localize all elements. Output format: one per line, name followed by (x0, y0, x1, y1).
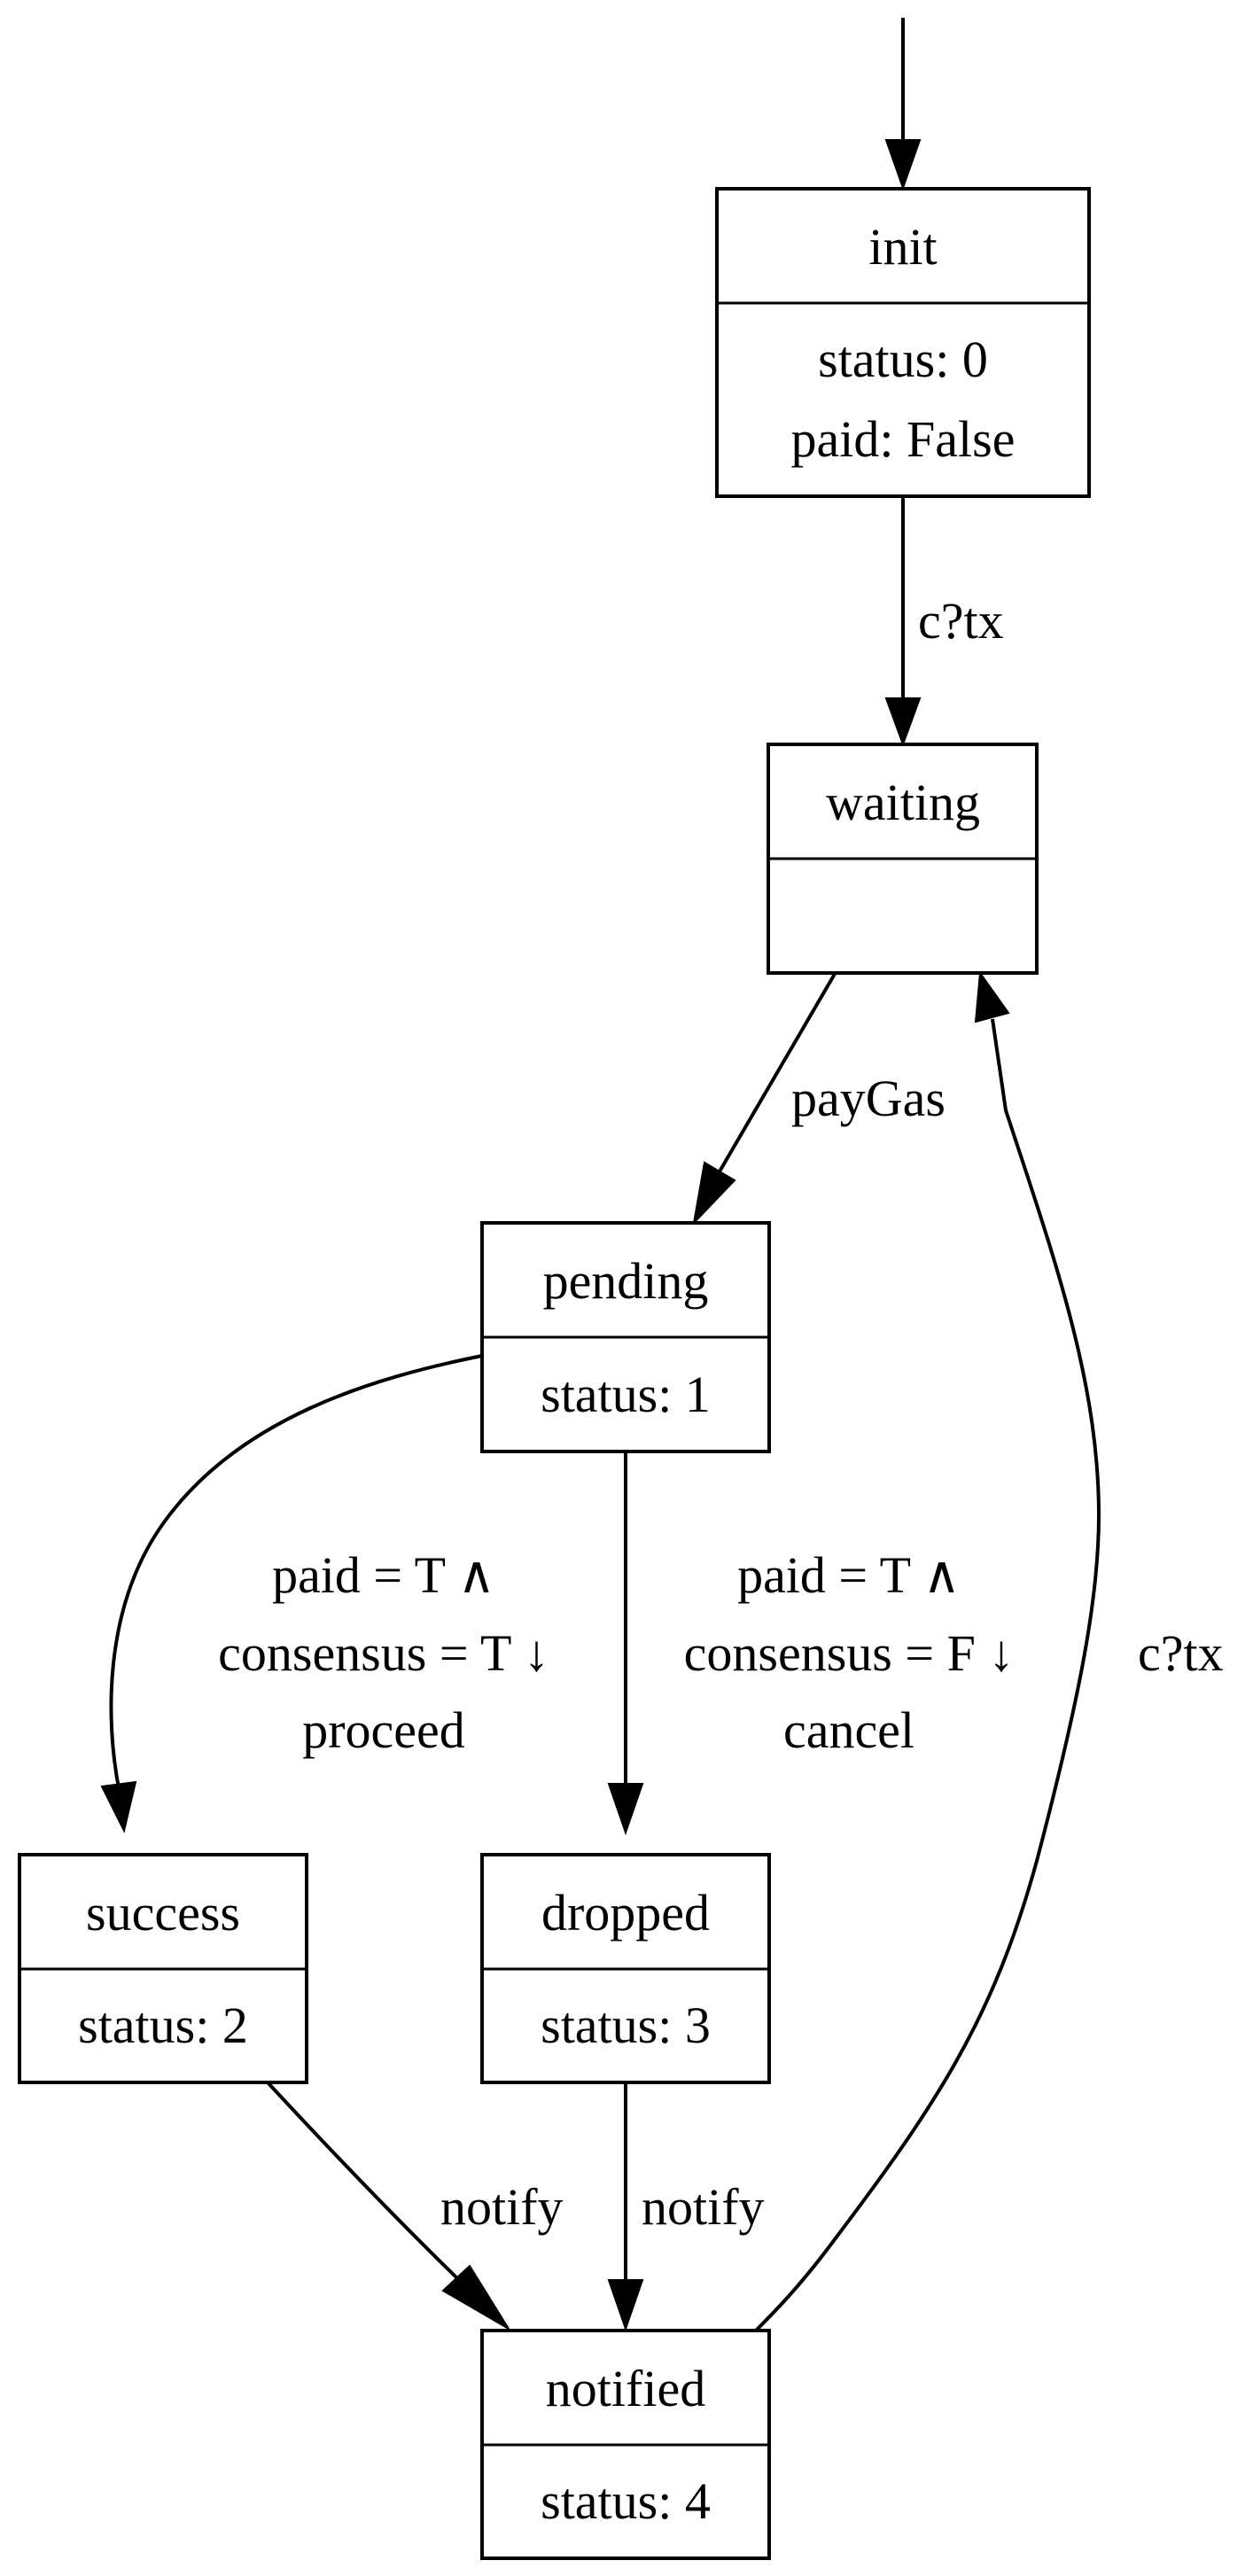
edge-notified-waiting: c?tx (754, 970, 1224, 2332)
edge-pending-success: paid = T ∧ consensus = T ↓ proceed (100, 1354, 549, 1833)
state-attr-status: status: 1 (541, 1366, 711, 1423)
edge-dropped-notified: notify (607, 2082, 765, 2332)
edge-label-c-tx: c?tx (918, 592, 1004, 650)
edge-label-guard-proceed-line1: paid = T ∧ (272, 1546, 495, 1604)
edge-label-guard-cancel-line1: paid = T ∧ (737, 1546, 961, 1604)
edge-notified-waiting-line (754, 1018, 1101, 2332)
edge-label-guard-cancel-line2: consensus = F ↓ (684, 1624, 1015, 1682)
state-title-waiting: waiting (826, 774, 980, 831)
edge-pending-success-line (109, 1354, 483, 1789)
edge-pending-success-arrowhead (100, 1780, 137, 1833)
edge-pending-dropped-arrowhead (607, 1783, 644, 1836)
edge-waiting-pending-line (718, 972, 837, 1173)
edge-label-notify-success: notify (440, 2178, 564, 2236)
state-node-dropped: dropped status: 3 (480, 1853, 771, 2084)
edge-waiting-pending-arrowhead (692, 1161, 736, 1226)
edge-pending-dropped: paid = T ∧ consensus = F ↓ cancel (607, 1451, 1015, 1836)
edge-start-init-arrowhead (884, 139, 922, 191)
state-node-init: init status: 0 paid: False (715, 187, 1091, 498)
edge-init-waiting-arrowhead (884, 697, 922, 747)
state-node-pending: pending status: 1 (480, 1221, 771, 1453)
edge-label-guard-cancel-line3: cancel (783, 1701, 914, 1759)
edge-success-notified-line (266, 2081, 458, 2279)
state-title-init: init (868, 218, 937, 276)
edge-label-guard-proceed-line3: proceed (302, 1701, 465, 1759)
state-node-notified: notified status: 4 (480, 2329, 771, 2560)
state-attr-status: status: 3 (541, 1996, 711, 2054)
state-title-notified: notified (546, 2360, 705, 2417)
edge-success-notified: notify (266, 2081, 564, 2330)
state-title-dropped: dropped (541, 1884, 710, 1942)
edge-dropped-notified-arrowhead (607, 2279, 644, 2332)
edge-label-c-tx-return: c?tx (1138, 1624, 1224, 1682)
state-attr-status: status: 2 (78, 1996, 248, 2054)
state-attr-paid: paid: False (791, 410, 1016, 468)
edge-notified-waiting-arrowhead (974, 970, 1010, 1023)
state-title-pending: pending (543, 1252, 709, 1310)
state-node-success: success status: 2 (18, 1853, 308, 2084)
state-title-success: success (86, 1884, 240, 1942)
edge-init-waiting: c?tx (884, 496, 1004, 747)
state-attr-status: status: 0 (818, 331, 988, 388)
edge-success-notified-arrowhead (441, 2264, 510, 2330)
edge-label-notify-dropped: notify (642, 2178, 765, 2236)
edge-label-guard-proceed-line2: consensus = T ↓ (218, 1624, 549, 1682)
edge-waiting-pending: payGas (692, 972, 946, 1226)
state-box-init (715, 187, 1091, 498)
edge-start-init (884, 18, 922, 191)
state-attr-status: status: 4 (541, 2472, 711, 2530)
edge-label-paygas: payGas (791, 1070, 946, 1127)
state-node-waiting: waiting (767, 743, 1039, 975)
